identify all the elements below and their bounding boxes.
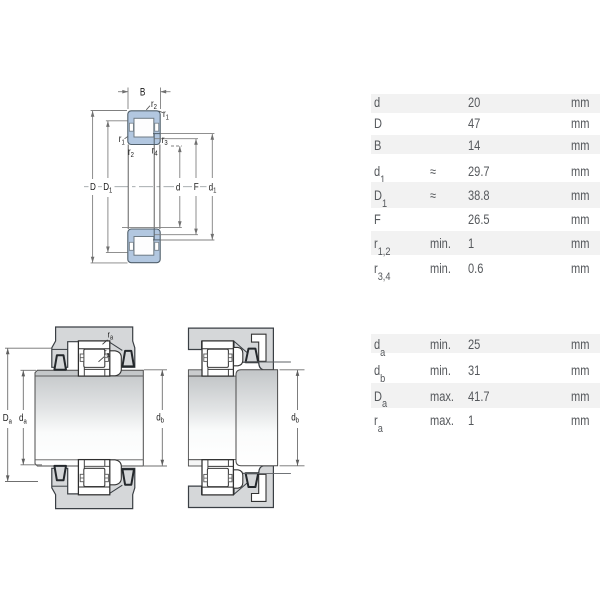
svg-text:r3: r3 [162, 134, 168, 147]
svg-text:d1: d1 [209, 181, 217, 194]
svg-text:r4: r4 [152, 144, 158, 157]
svg-text:db: db [156, 411, 164, 424]
svg-text:F: F [194, 181, 199, 192]
svg-text:d: d [176, 181, 181, 192]
svg-text:Da: Da [3, 412, 12, 425]
svg-text:D: D [90, 181, 96, 192]
svg-text:ra: ra [108, 329, 114, 342]
svg-text:db: db [291, 411, 299, 424]
svg-text:D1: D1 [103, 181, 112, 194]
svg-text:r2: r2 [128, 146, 134, 159]
svg-text:B: B [140, 86, 146, 98]
svg-text:da: da [19, 412, 27, 425]
svg-text:r1: r1 [119, 133, 125, 146]
svg-text:ra: ra [104, 346, 110, 359]
svg-text:r1: r1 [163, 108, 169, 121]
svg-text:r2: r2 [151, 98, 157, 111]
